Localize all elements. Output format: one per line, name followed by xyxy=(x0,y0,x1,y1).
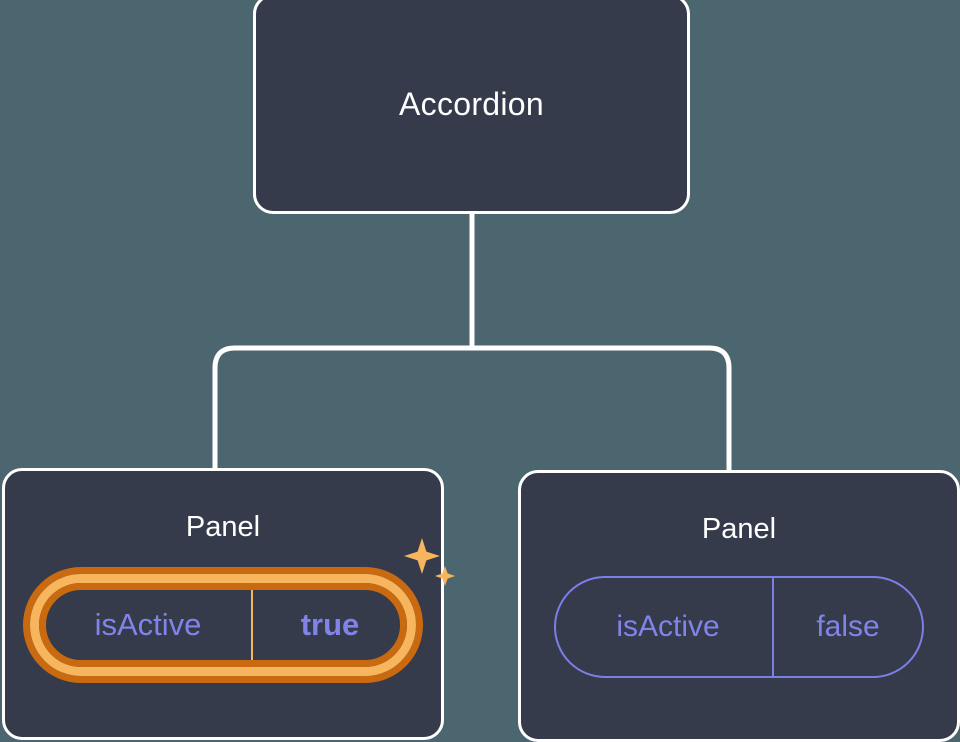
node-panel-active[interactable]: Panel isActive true xyxy=(2,468,455,740)
prop-pill-isactive-false[interactable]: isActive false xyxy=(554,576,924,678)
node-panel-inactive[interactable]: Panel isActive false xyxy=(518,470,960,742)
prop-pill-active-wrap: isActive true xyxy=(30,538,455,676)
prop-pill-isactive-true[interactable]: isActive true xyxy=(30,574,416,676)
prop-value-label: true xyxy=(251,583,407,667)
node-panel-inactive-title: Panel xyxy=(701,513,777,545)
prop-pill-inactive-wrap: isActive false xyxy=(554,576,924,678)
prop-key-label: isActive xyxy=(616,610,720,643)
sparkle-large-icon xyxy=(404,538,440,574)
node-panel-active-title: Panel xyxy=(185,511,261,543)
prop-key-label: isActive xyxy=(94,607,202,642)
connector-branch xyxy=(212,345,732,470)
sparkle-icon xyxy=(404,538,455,586)
node-accordion-title: Accordion xyxy=(399,86,544,122)
node-accordion[interactable]: Accordion xyxy=(253,0,690,214)
sparkle-small-icon xyxy=(435,566,455,586)
prop-value-label: false xyxy=(772,578,922,676)
